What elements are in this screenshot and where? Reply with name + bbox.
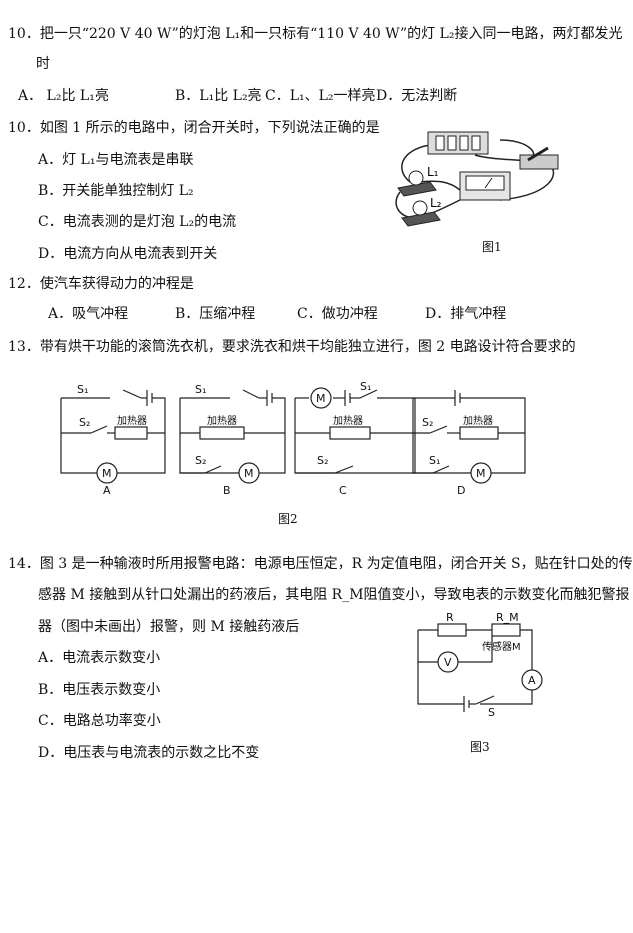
q12-option-d: D．排气冲程 <box>425 306 507 322</box>
motor-c-label: M <box>316 392 326 405</box>
motor-d-label: M <box>476 467 486 480</box>
q10b-option-a: A．灯 L₁与电流表是串联 <box>38 152 194 168</box>
q10a-option-c: C．L₁、L₂一样亮 <box>265 88 376 104</box>
q10a-option-a: A． L₂比 L₁亮 <box>18 88 109 104</box>
q10a-option-d: D．无法判断 <box>376 88 458 104</box>
motor-b <box>238 462 260 484</box>
q10b-stem: 10．如图 1 所示的电路中，闭合开关时，下列说法正确的是 <box>8 120 380 136</box>
q14-line3: 器（图中未画出）报警，则 M 接触药液后 <box>38 619 300 635</box>
motor-a <box>96 462 118 484</box>
voltmeter-label: V <box>444 656 452 669</box>
heater-b-label: 加热器 <box>207 414 237 427</box>
figure-1-caption: 图1 <box>482 240 502 254</box>
switch-c-s1: S₁ <box>360 380 371 393</box>
q12-option-c: C．做功冲程 <box>297 306 378 322</box>
q14-option-c: C．电路总功率变小 <box>38 713 161 729</box>
motor-d <box>470 462 492 484</box>
q14-option-b: B．电压表示数变小 <box>38 682 161 698</box>
q12-stem: 12．使汽车获得动力的冲程是 <box>8 276 194 292</box>
switch-a-s2: S₂ <box>79 416 90 429</box>
circuit-a-letter: A <box>103 484 111 497</box>
q14-option-d: D．电压表与电流表的示数之比不变 <box>38 745 260 761</box>
heater-c-label: 加热器 <box>333 414 363 427</box>
switch-base <box>519 154 559 170</box>
motor-c <box>310 387 332 409</box>
q14-line2: 感器 M 接触到从针口处漏出的药液后，其电阻 R_M阻值变小，导致电表的示数变化… <box>38 587 630 603</box>
motor-a-label: M <box>102 467 112 480</box>
sensor-label: 传感器M <box>482 640 521 653</box>
heater-d-label: 加热器 <box>463 414 493 427</box>
lamp-l2-label: L₂ <box>430 196 442 210</box>
q12-option-a: A．吸气冲程 <box>48 306 129 322</box>
lamp-l1-bulb <box>408 170 424 186</box>
q10b-option-d: D．电流方向从电流表到开关 <box>38 246 218 262</box>
switch-d-s2: S₂ <box>422 416 433 429</box>
switch-s-label: S <box>488 706 495 719</box>
switch-d-s1: S₁ <box>429 454 440 467</box>
switch-a-s1: S₁ <box>77 383 88 396</box>
q10b-option-b: B．开关能单独控制灯 L₂ <box>38 183 194 199</box>
q10a-line2: 时 <box>36 56 50 72</box>
resistor-r-label: R <box>446 611 454 624</box>
ammeter <box>521 669 543 691</box>
figure-3-circuit: R R_M 传感器M V A S <box>417 611 543 719</box>
q10a-option-b: B．L₁比 L₂亮 <box>175 88 262 104</box>
figure-2-caption: 图2 <box>278 512 298 526</box>
switch-c-s2: S₂ <box>317 454 328 467</box>
figure-1-circuit: L₁ L₂ <box>395 131 559 227</box>
q12-option-b: B．压缩冲程 <box>175 306 256 322</box>
q10a-line1: 10．把一只“220 V 40 W”的灯泡 L₁和一只标有“110 V 40 W… <box>8 26 623 42</box>
q13-stem: 13．带有烘干功能的滚筒洗衣机，要求洗衣和烘干均能独立进行，图 2 电路设计符合… <box>8 339 576 355</box>
q14-option-a: A．电流表示数变小 <box>38 650 161 666</box>
circuit-c-letter: C <box>339 484 347 497</box>
q14-line1: 14．图 3 是一种输液时所用报警电路：电源电压恒定，R 为定值电阻，闭合开关 … <box>8 556 633 572</box>
lamp-l2-bulb <box>412 200 428 216</box>
ammeter-label: A <box>528 674 536 687</box>
figure-2-circuits: M M M M S₁ S₂ S₁ S₂ S₁ S₂ S₂ S₁ 加热器 加热器 … <box>60 380 526 497</box>
lamp-l1-label: L₁ <box>427 165 439 179</box>
q10b-option-c: C．电流表测的是灯泡 L₂的电流 <box>38 214 237 230</box>
resistor-rm-label: R_M <box>496 611 519 624</box>
heater-a-label: 加热器 <box>117 414 147 427</box>
switch-b-s1: S₁ <box>195 383 206 396</box>
circuit-d-letter: D <box>457 484 465 497</box>
switch-b-s2: S₂ <box>195 454 206 467</box>
circuit-b-letter: B <box>223 484 231 497</box>
motor-b-label: M <box>244 467 254 480</box>
switch-lever <box>527 146 549 162</box>
voltmeter <box>437 651 459 673</box>
figure-3-caption: 图3 <box>470 740 490 754</box>
